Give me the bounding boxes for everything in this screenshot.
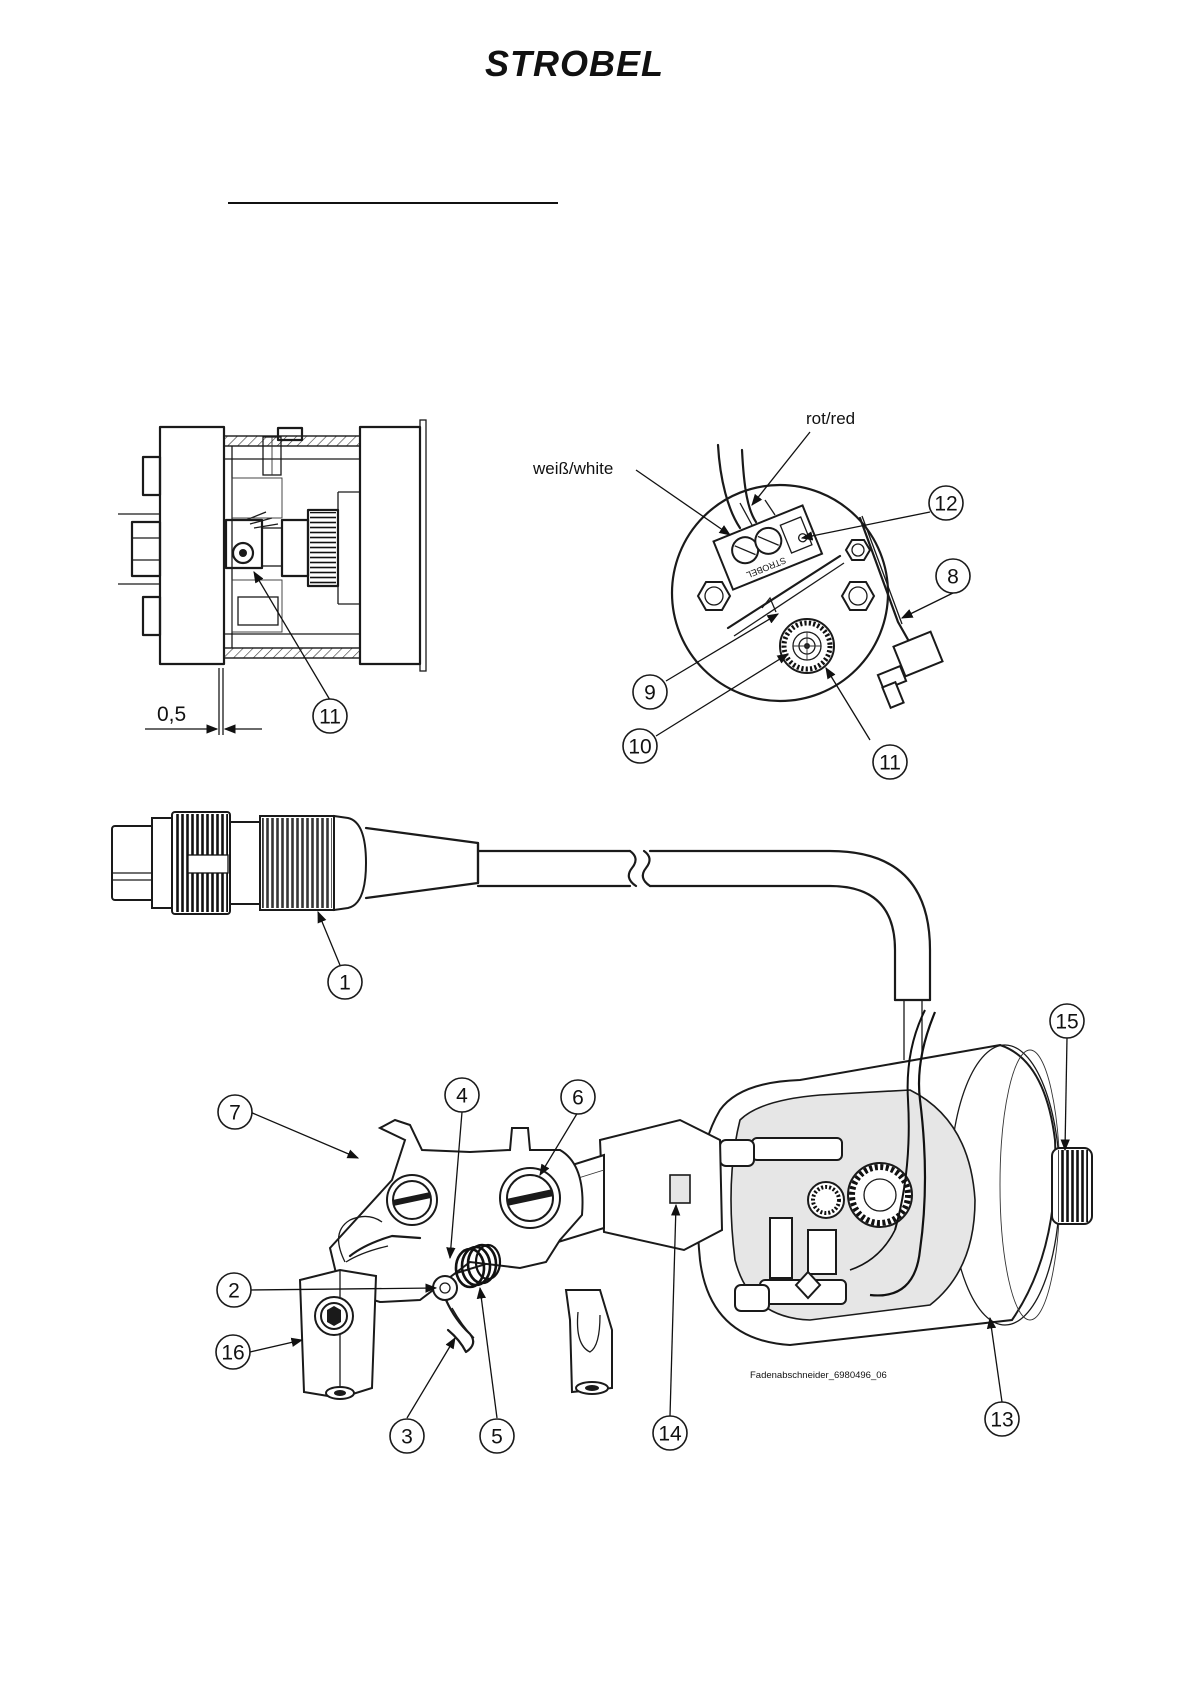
svg-text:1: 1: [339, 972, 351, 995]
svg-text:6: 6: [572, 1087, 584, 1110]
callout-7: 7: [218, 1095, 252, 1129]
callout-11-plate: 11: [873, 745, 907, 779]
hex-nut-left: [698, 582, 730, 610]
callout-10: 10: [623, 729, 657, 763]
svg-text:16: 16: [221, 1342, 244, 1365]
svg-text:12: 12: [934, 493, 957, 516]
callout-5: 5: [480, 1419, 514, 1453]
svg-text:10: 10: [628, 736, 651, 759]
svg-text:7: 7: [229, 1102, 241, 1125]
logo-text: STROBEL: [485, 43, 664, 84]
svg-text:15: 15: [1055, 1011, 1078, 1034]
callout-13: 13: [985, 1402, 1019, 1436]
logo: STROBEL: [485, 43, 664, 84]
dimension-label: 0,5: [157, 703, 186, 726]
hex-nut-right: [842, 582, 874, 610]
label-red-wire: rot/red: [806, 409, 855, 428]
callout-8: 8: [936, 559, 970, 593]
callout-4: 4: [445, 1078, 479, 1112]
callout-16: 16: [216, 1335, 250, 1369]
svg-text:13: 13: [990, 1409, 1013, 1432]
connector-cable: [112, 812, 930, 1060]
bolt-6: [500, 1168, 560, 1228]
cam-wheel: [780, 619, 834, 673]
screw-left: [387, 1175, 437, 1225]
svg-text:4: 4: [456, 1085, 468, 1108]
callout-14: 14: [653, 1416, 687, 1450]
section-view: 0,5: [118, 420, 426, 735]
callout-12: 12: [929, 486, 963, 520]
callout-1: 1: [328, 965, 362, 999]
svg-text:11: 11: [879, 752, 901, 775]
callout-3: 3: [390, 1419, 424, 1453]
callout-11-section: 11: [313, 699, 347, 733]
svg-text:14: 14: [658, 1423, 682, 1446]
callout-9: 9: [633, 675, 667, 709]
label-white-wire: weiß/white: [532, 459, 613, 478]
callout-2: 2: [217, 1273, 251, 1307]
main-assembly: Fadenabschneider_6980496_06: [250, 1010, 1092, 1418]
svg-text:2: 2: [228, 1280, 240, 1303]
svg-text:5: 5: [491, 1426, 503, 1449]
drawing-id: Fadenabschneider_6980496_06: [750, 1370, 887, 1381]
callout-15: 15: [1050, 1004, 1084, 1038]
svg-text:11: 11: [319, 706, 341, 729]
svg-text:3: 3: [401, 1426, 413, 1449]
hex-nut-top: [846, 540, 870, 560]
switch-plate-view: STROBEL: [532, 409, 953, 740]
svg-text:9: 9: [644, 682, 656, 705]
svg-text:8: 8: [947, 566, 959, 589]
callout-6: 6: [561, 1080, 595, 1114]
